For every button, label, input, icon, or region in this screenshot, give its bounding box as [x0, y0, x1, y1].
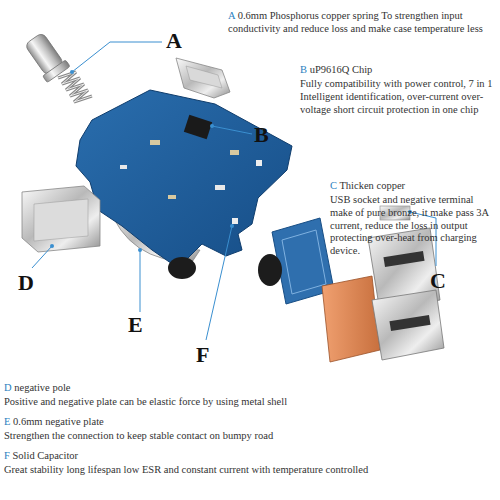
smd-part: [230, 150, 239, 155]
usb-insulator: [322, 276, 380, 362]
plunger-tip: [22, 30, 70, 82]
callout-heading: C Thicken copper: [330, 180, 498, 193]
leader-line: [206, 226, 232, 340]
leader-dot: [138, 248, 142, 252]
smd-part: [168, 195, 176, 199]
callout-letter: B: [254, 124, 278, 146]
usb-pcb-trace: [282, 230, 326, 294]
spring-coil: [58, 72, 92, 102]
smd-part: [215, 185, 225, 190]
callout-text: Fully compatibility with power control, …: [300, 78, 496, 116]
callout-text: Positive and negative plate can be elast…: [4, 396, 494, 409]
shell-face: [34, 199, 88, 241]
smd-part: [150, 140, 160, 145]
top-terminal-face: [186, 66, 222, 88]
leader-dot: [230, 224, 234, 228]
chip: [184, 115, 212, 140]
callout-heading: E 0.6mm negative plate: [4, 416, 494, 429]
callout-heading: B uP9616Q Chip: [300, 64, 496, 77]
callout-letter: E: [128, 314, 152, 336]
callout-letter: C: [430, 270, 454, 292]
callout-text: Great stability long lifespan low ESR an…: [4, 464, 494, 477]
leader-line: [32, 246, 52, 268]
callout-letter: A: [166, 30, 190, 52]
callout-heading: F Solid Capacitor: [4, 450, 494, 463]
usb-port: [383, 251, 424, 267]
usb-socket: [372, 290, 444, 360]
callout-text: Strengthen the connection to keep stable…: [4, 430, 494, 443]
top-terminal: [176, 58, 230, 98]
leader-line: [212, 126, 252, 134]
pad: [256, 160, 262, 166]
leader-line: [72, 42, 162, 72]
spring-highlight: [58, 72, 92, 102]
leader-dot: [70, 70, 74, 74]
callout-letter: D: [18, 272, 42, 294]
callout-text: USB socket and negative terminal make of…: [330, 194, 498, 258]
leader-line: [140, 250, 141, 312]
leader-dot: [50, 244, 54, 248]
usb-port: [389, 315, 430, 331]
capacitor: [168, 257, 196, 279]
usb-capacitor: [258, 254, 282, 286]
negative-pole-shell: [22, 186, 100, 252]
smd-part: [120, 165, 127, 169]
callout-letter: F: [196, 344, 220, 366]
callout-text: A 0.6mm Phosphorus copper spring To stre…: [228, 10, 496, 36]
leader-dot: [210, 124, 214, 128]
callout-heading: D negative pole: [4, 382, 494, 395]
main-pcb: [76, 90, 292, 268]
pad: [232, 218, 238, 224]
